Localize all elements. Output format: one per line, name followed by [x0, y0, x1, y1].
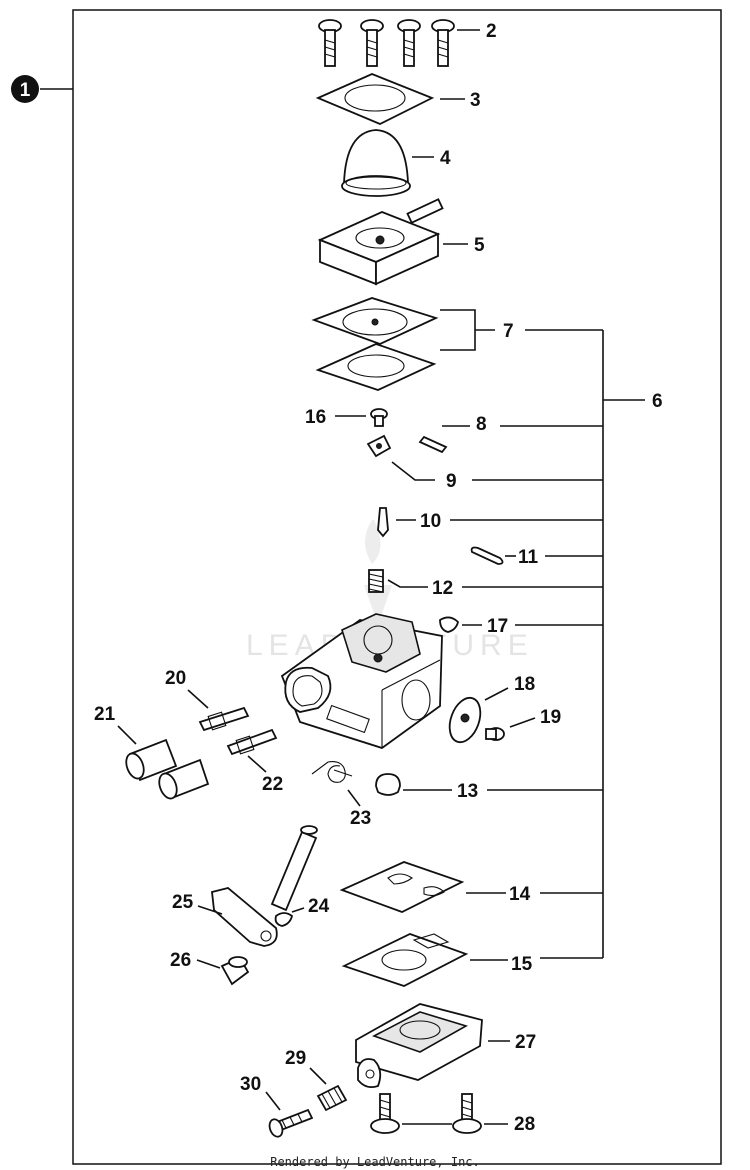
part-label-28: 28: [514, 1114, 535, 1135]
part-label-21: 21: [94, 704, 116, 725]
part-27-pump-body[interactable]: 27: [355, 1003, 536, 1089]
part-label-14: 14: [509, 884, 531, 905]
part-label-4: 4: [440, 148, 451, 169]
part-label-23: 23: [350, 808, 371, 829]
part-label-20: 20: [165, 668, 186, 689]
part-28-screws[interactable]: 28: [370, 1093, 535, 1135]
part-26-bushing[interactable]: 26: [170, 950, 250, 986]
part-2-screws[interactable]: 2: [318, 19, 497, 67]
carburetor-body[interactable]: [280, 613, 443, 749]
part-13-cap[interactable]: 13: [375, 773, 603, 802]
part-label-22: 22: [262, 774, 283, 795]
assembly-marker-label: 1: [20, 80, 31, 101]
part-12-spring[interactable]: 12: [368, 569, 603, 599]
part-label-16: 16: [305, 407, 326, 428]
part-label-15: 15: [511, 954, 533, 975]
part-label-3: 3: [470, 90, 481, 111]
part-30-screw[interactable]: 30: [240, 1074, 314, 1139]
kit-bracket-6: [525, 329, 645, 958]
part-label-26: 26: [170, 950, 191, 971]
part-label-5: 5: [474, 235, 485, 256]
part-label-8: 8: [476, 414, 487, 435]
part-label-10: 10: [420, 511, 441, 532]
part-17-clip[interactable]: 17: [439, 616, 603, 637]
part-23-torsion-spring[interactable]: 23: [311, 761, 371, 829]
part-29-spring[interactable]: 29: [285, 1048, 348, 1112]
part-label-12: 12: [432, 578, 453, 599]
part-label-19: 19: [540, 707, 561, 728]
part-label-27: 27: [515, 1032, 536, 1053]
part-18-plate[interactable]: 18: [444, 674, 535, 746]
part-15-plate[interactable]: 15: [341, 933, 603, 987]
part-14-gasket[interactable]: 14: [339, 861, 603, 913]
diagram-frame: [72, 9, 722, 1165]
part-5-pump-cover[interactable]: 5: [317, 198, 485, 286]
footer-credit: Rendered by LeadVenture, Inc.: [270, 1155, 480, 1169]
part-24-clip[interactable]: 24: [274, 896, 330, 927]
part-3-gasket[interactable]: 3: [315, 73, 481, 125]
part-label-6: 6: [652, 391, 663, 412]
part-label-7: 7: [503, 321, 514, 342]
part-label-25: 25: [172, 892, 194, 913]
part-7-diaphragm-gasket[interactable]: 7: [311, 297, 514, 391]
part-8-pin[interactable]: 8: [418, 414, 603, 454]
part-label-2: 2: [486, 21, 497, 42]
part-label-9: 9: [446, 471, 457, 492]
part-9-lever[interactable]: 9: [366, 434, 603, 492]
part-label-30: 30: [240, 1074, 261, 1095]
part-16-screw[interactable]: 16: [305, 407, 388, 428]
part-21-limiter-caps[interactable]: 21: [94, 704, 210, 801]
part-10-needle[interactable]: 10: [377, 507, 603, 538]
part-20-adjust-needle[interactable]: 20: [165, 668, 250, 732]
part-19-screw[interactable]: 19: [485, 707, 561, 741]
part-label-11: 11: [518, 547, 539, 568]
part-label-18: 18: [514, 674, 535, 695]
part-4-primer-bulb[interactable]: 4: [341, 129, 451, 197]
part-label-13: 13: [457, 781, 478, 802]
assembly-marker[interactable]: 1: [11, 75, 73, 103]
part-22-adjust-needle[interactable]: 22: [226, 728, 283, 795]
part-label-24: 24: [308, 896, 330, 917]
part-label-29: 29: [285, 1048, 306, 1069]
part-25-throttle-shaft[interactable]: 25: [172, 825, 318, 947]
part-11-small-gasket[interactable]: 11: [470, 546, 603, 568]
part-label-17: 17: [487, 616, 508, 637]
